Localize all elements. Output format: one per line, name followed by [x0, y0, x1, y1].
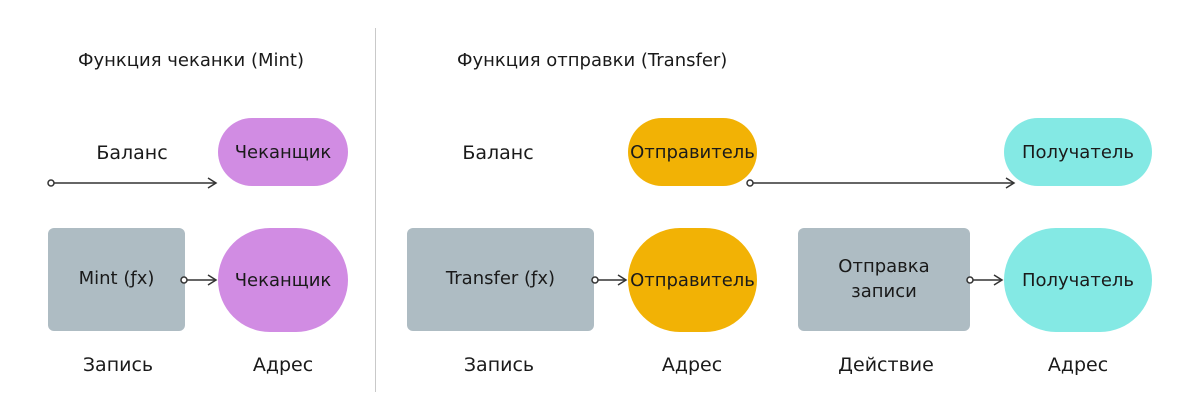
transfer-function-box: Transfer (ƒx)	[407, 228, 594, 331]
transfer-balance-arrow	[746, 177, 1016, 189]
mint-record-label: Запись	[82, 354, 154, 376]
minter-balance-node: Чеканщик	[218, 118, 348, 186]
receiver-address-node: Получатель	[1004, 228, 1152, 332]
transfer-address-label-2: Адрес	[1047, 354, 1109, 376]
receiver-balance-node: Получатель	[1004, 118, 1152, 186]
mint-balance-arrow	[47, 177, 218, 189]
mint-title: Функция чеканки (Mint)	[78, 50, 305, 71]
transfer-balance-label: Баланс	[462, 142, 534, 164]
mint-function-box: Mint (ƒx)	[48, 228, 185, 331]
transfer-action-label: Действие	[838, 354, 934, 376]
mint-address-label: Адрес	[252, 354, 314, 376]
minter-address-node: Чеканщик	[218, 228, 348, 332]
mint-function-arrow	[180, 274, 218, 286]
section-divider	[375, 28, 376, 392]
transfer-function-arrow	[591, 274, 628, 286]
transfer-address-label-1: Адрес	[661, 354, 723, 376]
send-record-arrow	[966, 274, 1004, 286]
sender-address-node: Отправитель	[628, 228, 757, 332]
sender-balance-node: Отправитель	[628, 118, 757, 186]
transfer-title: Функция отправки (Transfer)	[457, 50, 728, 71]
send-record-action-box: Отправка записи	[798, 228, 970, 331]
transfer-record-label: Запись	[463, 354, 535, 376]
mint-balance-label: Баланс	[96, 142, 168, 164]
